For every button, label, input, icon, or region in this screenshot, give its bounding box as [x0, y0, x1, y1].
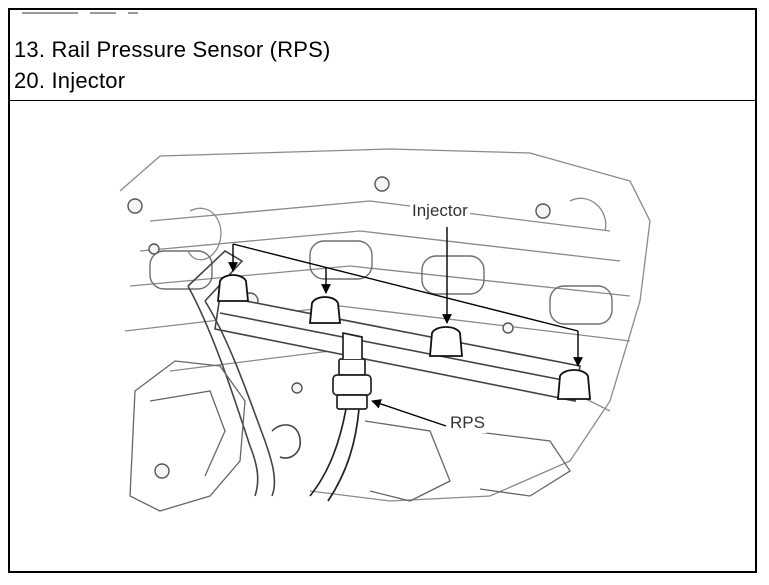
cylinder-head-outline	[119, 148, 651, 502]
rps-leader-line	[371, 399, 447, 427]
legend-item-injector: 20. Injector	[14, 68, 126, 93]
engine-drawing	[119, 148, 651, 512]
component-legend: 13. Rail Pressure Sensor (RPS) 20. Injec…	[10, 10, 755, 101]
common-rail	[214, 295, 581, 402]
diagram-frame: 13. Rail Pressure Sensor (RPS) 20. Injec…	[8, 8, 757, 573]
engine-illustration: Injector RPS	[10, 101, 755, 571]
top-strip	[10, 10, 755, 16]
injectors	[217, 274, 591, 400]
injector-leader-lines	[228, 227, 583, 367]
faded-mark	[90, 12, 116, 14]
rps-callout-label: RPS	[448, 413, 487, 433]
engine-block-lower-left	[129, 360, 571, 512]
injector-callout-label: Injector	[410, 201, 470, 221]
faded-mark	[128, 12, 138, 14]
sensor-harness	[309, 408, 360, 502]
faded-mark	[22, 12, 78, 14]
legend-item-rps: 13. Rail Pressure Sensor (RPS)	[14, 37, 331, 62]
intake-ports	[149, 240, 613, 325]
rail-pressure-sensor	[332, 331, 372, 410]
